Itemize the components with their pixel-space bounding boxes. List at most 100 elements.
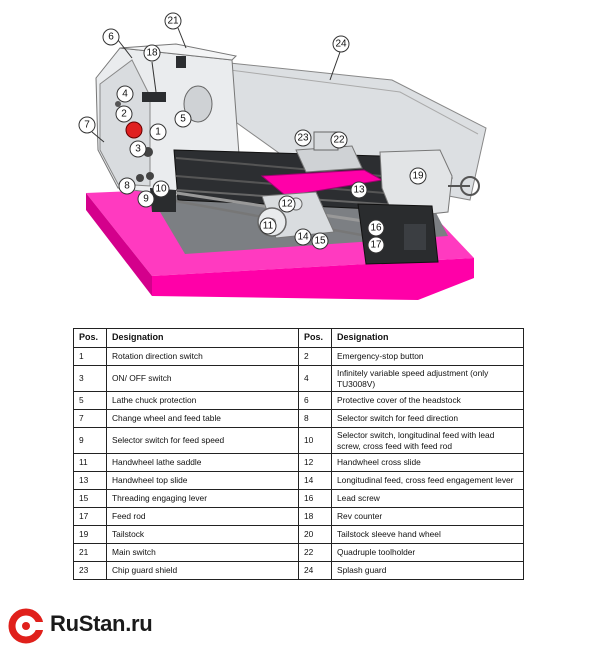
base-front — [152, 258, 474, 300]
callout-13: 13 — [350, 181, 368, 199]
pos-cell: 21 — [73, 543, 107, 562]
pos-cell: 8 — [298, 409, 332, 428]
callout-2-label: 2 — [121, 109, 127, 120]
callout-24: 24 — [332, 35, 350, 53]
pos-cell: 6 — [298, 391, 332, 410]
callout-19: 19 — [409, 167, 427, 185]
pos-cell: 11 — [73, 453, 107, 472]
designation-cell: Selector switch for feed speed — [106, 427, 299, 454]
pos-cell: 10 — [298, 427, 332, 454]
designation-cell: Handwheel top slide — [106, 471, 299, 490]
callout-9-label: 9 — [143, 194, 149, 205]
rustan-logo-icon — [8, 608, 44, 644]
callout-23-label: 23 — [297, 133, 309, 144]
header-pos-right: Pos. — [298, 328, 332, 348]
callout-18: 18 — [143, 44, 161, 62]
callout-21: 21 — [164, 12, 182, 30]
pos-cell: 19 — [73, 525, 107, 544]
pos-cell: 12 — [298, 453, 332, 472]
pos-cell: 16 — [298, 489, 332, 508]
callout-16: 16 — [367, 219, 385, 237]
callout-10-label: 10 — [155, 184, 167, 195]
designation-cell: Lead screw — [331, 489, 524, 508]
callout-12-label: 12 — [281, 199, 293, 210]
designation-cell: Tailstock — [106, 525, 299, 544]
callout-18-label: 18 — [146, 48, 158, 59]
pos-cell: 3 — [73, 365, 107, 392]
designation-cell: Tailstock sleeve hand wheel — [331, 525, 524, 544]
callout-17: 17 — [367, 236, 385, 254]
callout-1: 1 — [149, 123, 167, 141]
callout-3-label: 3 — [135, 144, 141, 155]
leader-lines — [91, 27, 341, 143]
pos-cell: 2 — [298, 347, 332, 366]
designation-cell: Threading engaging lever — [106, 489, 299, 508]
callout-16-label: 16 — [370, 223, 382, 234]
callout-8-label: 8 — [124, 181, 130, 192]
callout-6: 6 — [102, 28, 120, 46]
table-header-row: Pos. Designation Pos. Designation — [73, 328, 524, 348]
chuck-guard — [183, 85, 213, 123]
lathe-illustration: 1 2 3 4 5 6 7 8 9 10 11 12 13 14 15 16 1… — [78, 12, 487, 300]
emergency-stop-button — [125, 121, 143, 139]
callout-14: 14 — [294, 228, 312, 246]
callout-22: 22 — [330, 131, 348, 149]
callout-22-label: 22 — [333, 135, 345, 146]
base-left — [86, 193, 152, 296]
pos-cell: 14 — [298, 471, 332, 490]
callout-6-label: 6 — [108, 32, 114, 43]
callout-7-label: 7 — [84, 120, 90, 131]
designation-cell: Lathe chuck protection — [106, 391, 299, 410]
pos-cell: 4 — [298, 365, 332, 392]
designation-cell: Rotation direction switch — [106, 347, 299, 366]
rev-counter-display — [142, 92, 166, 102]
callout-14-label: 14 — [297, 232, 309, 243]
designation-cell: Quadruple toolholder — [331, 543, 524, 562]
designation-cell: Emergency-stop button — [331, 347, 524, 366]
designation-cell: Main switch — [106, 543, 299, 562]
designation-cell: Selector switch for feed direction — [331, 409, 524, 428]
callout-21-label: 21 — [167, 16, 179, 27]
callout-3: 3 — [129, 140, 147, 158]
callout-7: 7 — [78, 116, 96, 134]
pos-cell: 7 — [73, 409, 107, 428]
callout-5: 5 — [174, 110, 192, 128]
designation-cell: Handwheel cross slide — [331, 453, 524, 472]
main-switch — [176, 56, 186, 68]
callout-4: 4 — [116, 85, 134, 103]
designation-cell: Feed rod — [106, 507, 299, 526]
designation-cell: Selector switch, longitudinal feed with … — [331, 427, 524, 454]
pos-cell: 13 — [73, 471, 107, 490]
callout-5-label: 5 — [180, 114, 186, 125]
pos-cell: 15 — [73, 489, 107, 508]
brand-logo: RuStan.ru — [8, 606, 208, 646]
header-designation-left: Designation — [106, 328, 299, 348]
pos-cell: 24 — [298, 561, 332, 580]
designation-cell: Infinitely variable speed adjustment (on… — [331, 365, 524, 392]
pos-cell: 23 — [73, 561, 107, 580]
callout-2: 2 — [115, 105, 133, 123]
callout-12: 12 — [278, 195, 296, 213]
pos-cell: 5 — [73, 391, 107, 410]
callout-15: 15 — [311, 232, 329, 250]
callout-1-label: 1 — [155, 127, 161, 138]
callout-11: 11 — [259, 217, 277, 235]
callout-8: 8 — [118, 177, 136, 195]
callout-19-label: 19 — [412, 171, 424, 182]
pos-cell: 22 — [298, 543, 332, 562]
designation-cell: Change wheel and feed table — [106, 409, 299, 428]
tailstock-handwheel — [460, 176, 480, 196]
designation-cell: Protective cover of the headstock — [331, 391, 524, 410]
